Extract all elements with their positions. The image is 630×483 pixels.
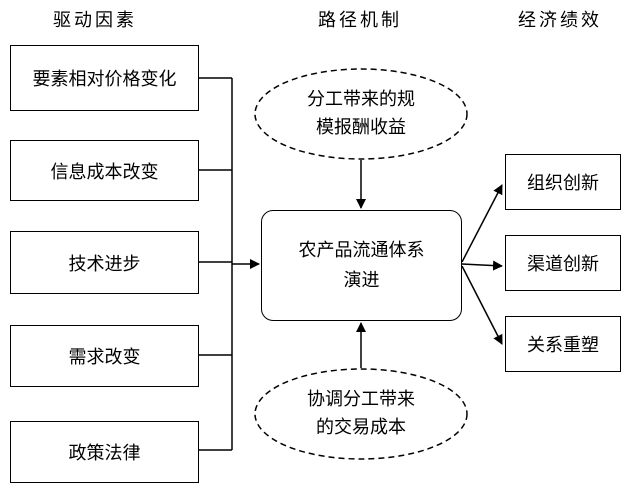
outcome-box-organization: 组织创新 <box>505 154 621 210</box>
outcome-box-channel: 渠道创新 <box>505 235 621 291</box>
center-to-outcome-1-arrow <box>461 184 503 263</box>
top-oval-label: 分工带来的规 模报酬收益 <box>261 84 461 144</box>
bottom-oval-line1: 协调分工带来 <box>307 389 415 410</box>
center-label-line1: 农产品流通体系 <box>298 239 425 261</box>
outcome-box-relationship: 关系重塑 <box>505 316 621 372</box>
header-mechanism: 路径机制 <box>318 10 402 31</box>
driver-box-demand: 需求改变 <box>10 325 199 387</box>
driver-box-information-cost: 信息成本改变 <box>10 140 199 201</box>
bottom-oval-label: 协调分工带来 的交易成本 <box>261 384 461 444</box>
bottom-oval-shape <box>254 368 468 460</box>
bottom-oval-line2: 的交易成本 <box>316 417 406 438</box>
header-drivers: 驱动因素 <box>53 10 137 31</box>
header-performance: 经济绩效 <box>518 10 602 31</box>
center-to-outcome-3-arrow <box>461 265 503 345</box>
center-box: 农产品流通体系 演进 <box>261 210 462 321</box>
driver-box-price: 要素相对价格变化 <box>10 45 199 111</box>
center-to-outcome-2-arrow <box>461 260 503 271</box>
top-oval-shape <box>254 68 468 160</box>
top-oval-line1: 分工带来的规 <box>307 89 415 110</box>
driver-box-policy: 政策法律 <box>10 421 199 483</box>
center-label-line2: 演进 <box>343 269 380 291</box>
top-oval-line2: 模报酬收益 <box>316 117 406 138</box>
driver-box-technology: 技术进步 <box>10 231 199 294</box>
